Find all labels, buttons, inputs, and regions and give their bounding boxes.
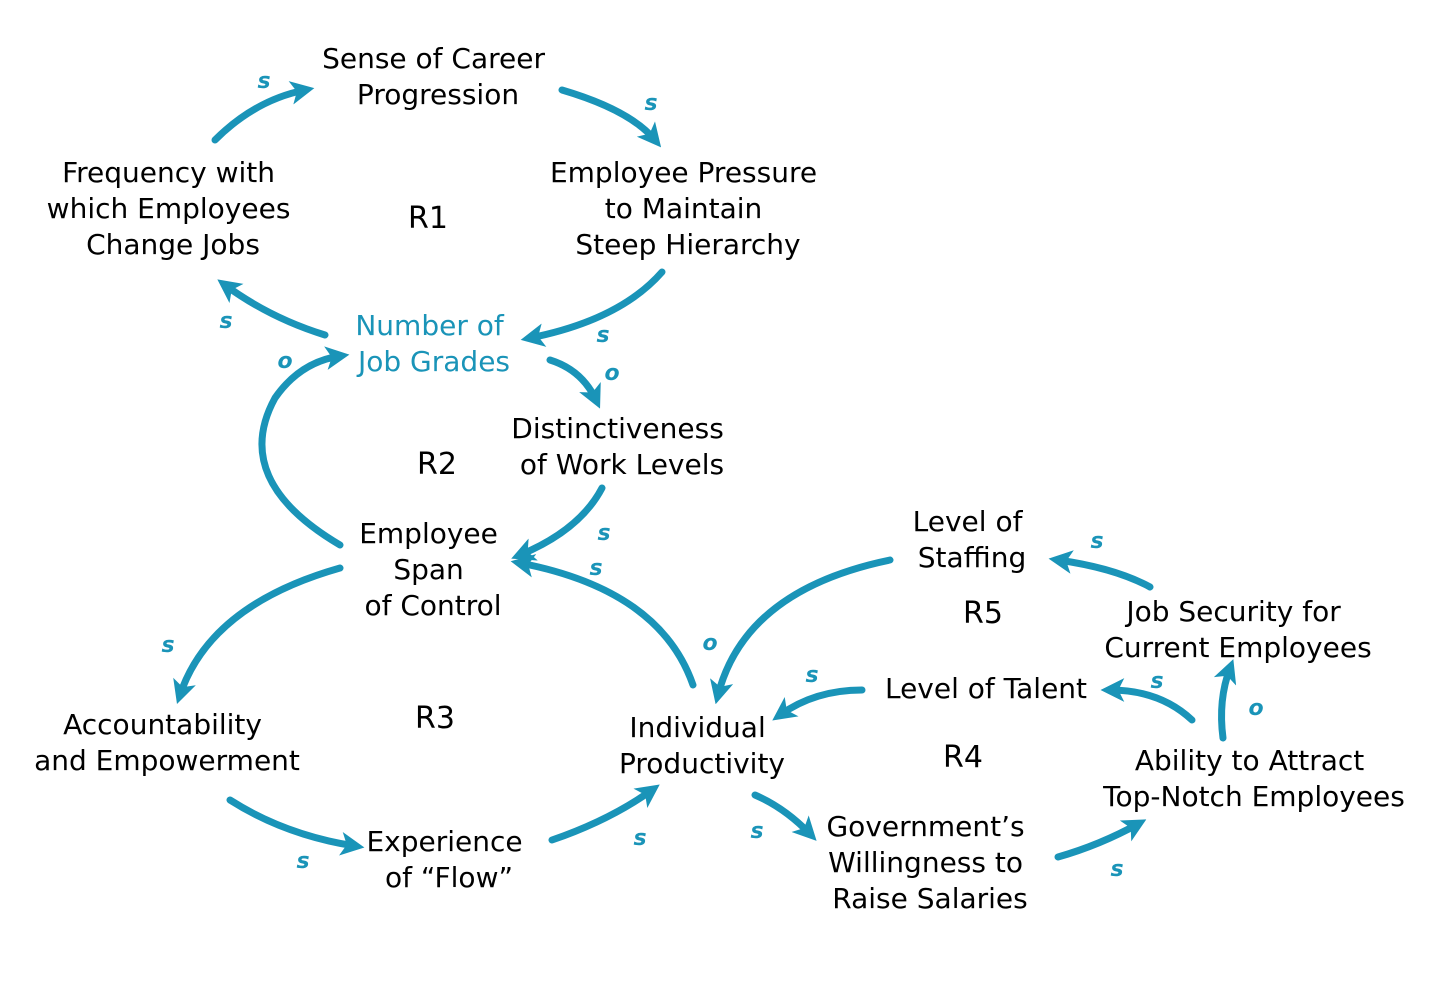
polarity-career-pressure: s bbox=[644, 91, 657, 116]
node-career-progression: Sense of Career Progression bbox=[322, 42, 554, 111]
node-job-security: Job Security for Current Employees bbox=[1104, 595, 1371, 664]
node-accountability: Accountability and Empowerment bbox=[34, 708, 300, 777]
polarity-talent-productivity: s bbox=[805, 663, 818, 688]
polarity-pressure-jobgrades: s bbox=[596, 323, 609, 348]
loop-label-r4: R4 bbox=[943, 740, 983, 775]
link-attract-security bbox=[1213, 659, 1237, 742]
loop-label-r2: R2 bbox=[417, 447, 457, 482]
polarity-jobgrades-distinct: o bbox=[604, 361, 619, 386]
polarity-attract-security: o bbox=[1248, 696, 1263, 721]
link-span-jobgrades bbox=[258, 346, 350, 549]
polarity-productivity-span: s bbox=[589, 556, 602, 581]
link-productivity-span bbox=[510, 554, 697, 689]
node-span-of-control: Employee Span of Control bbox=[359, 517, 507, 622]
link-jobgrades-distinct bbox=[546, 356, 601, 409]
link-flow-productivity bbox=[548, 784, 660, 844]
polarity-security-staffing: s bbox=[1090, 529, 1103, 554]
node-number-of-job-grades: Number of Job Grades bbox=[355, 309, 512, 378]
node-individual-productivity: Individual Productivity bbox=[619, 711, 785, 780]
loop-label-r5: R5 bbox=[963, 596, 1003, 631]
link-productivity-salaries bbox=[751, 791, 817, 841]
polarity-staffing-productivity: o bbox=[702, 631, 717, 656]
polarity-salaries-attract: s bbox=[1110, 857, 1123, 882]
polarity-attract-talent: s bbox=[1150, 669, 1163, 694]
node-ability-to-attract: Ability to Attract Top-Notch Employees bbox=[1102, 744, 1405, 813]
polarity-flow-productivity: s bbox=[633, 826, 646, 851]
link-staffing-productivity bbox=[710, 556, 894, 705]
link-attract-talent bbox=[1100, 678, 1196, 724]
polarity-span-accountability: s bbox=[161, 633, 174, 658]
node-distinctiveness: Distinctiveness of Work Levels bbox=[511, 412, 732, 481]
node-government-salaries: Government’s Willingness to Raise Salari… bbox=[826, 810, 1033, 915]
link-salaries-attract bbox=[1054, 819, 1147, 861]
link-frequency-career bbox=[211, 81, 315, 144]
polarity-span-jobgrades: o bbox=[277, 349, 292, 374]
polarity-frequency-career: s bbox=[257, 69, 270, 94]
link-security-staffing bbox=[1048, 550, 1154, 591]
node-experience-of-flow: Experience of “Flow” bbox=[366, 825, 531, 894]
link-accountability-flow bbox=[226, 796, 365, 856]
node-level-of-staffing: Level of Staffing bbox=[913, 505, 1032, 574]
node-employee-pressure: Employee Pressure to Maintain Steep Hier… bbox=[550, 156, 826, 261]
polarity-accountability-flow: s bbox=[296, 849, 309, 874]
link-talent-productivity bbox=[772, 686, 866, 721]
link-span-accountability bbox=[173, 564, 344, 705]
node-job-change-frequency: Frequency with which Employees Change Jo… bbox=[47, 156, 300, 261]
loop-label-r3: R3 bbox=[415, 701, 455, 736]
node-level-of-talent: Level of Talent bbox=[885, 672, 1087, 705]
link-pressure-jobgrades bbox=[520, 268, 666, 347]
polarity-productivity-salaries: s bbox=[750, 819, 763, 844]
polarity-distinct-span: s bbox=[597, 521, 610, 546]
link-distinct-span bbox=[511, 484, 606, 561]
loop-label-r1: R1 bbox=[408, 201, 448, 236]
polarity-jobgrades-frequency: s bbox=[219, 309, 232, 334]
link-career-pressure bbox=[558, 86, 662, 148]
link-jobgrades-frequency bbox=[217, 279, 329, 339]
